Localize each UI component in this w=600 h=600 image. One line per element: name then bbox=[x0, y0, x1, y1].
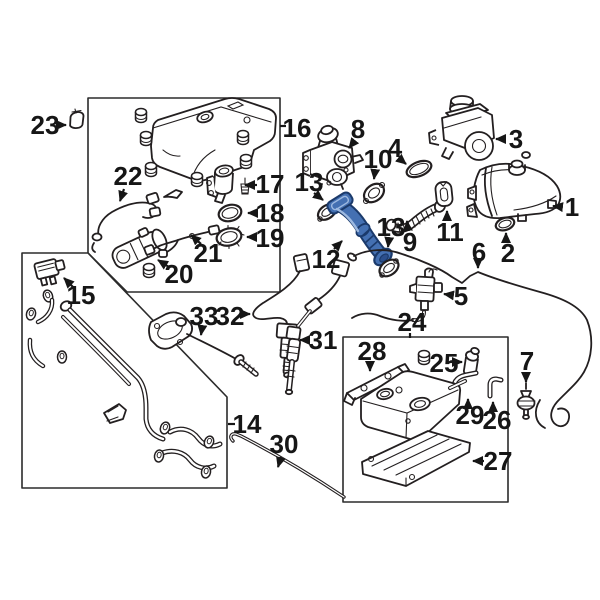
part-18-seal-ring bbox=[217, 203, 243, 223]
callout-1: 1 bbox=[552, 192, 579, 222]
callout-15: 15 bbox=[63, 277, 95, 310]
callout-12-label: 12 bbox=[312, 244, 341, 274]
callout-29: 29 bbox=[456, 398, 485, 430]
callout-2-label: 2 bbox=[501, 238, 515, 268]
callout-11: 11 bbox=[436, 210, 464, 247]
callout-6-label: 6 bbox=[472, 237, 486, 267]
callout-32: 32 bbox=[216, 301, 251, 331]
callout-16-label: 16 bbox=[283, 113, 312, 143]
part-8-egr-valve bbox=[302, 124, 364, 191]
callout-19: 19 bbox=[246, 223, 285, 253]
callout-5: 5 bbox=[443, 281, 468, 311]
callout-3-label: 3 bbox=[509, 124, 523, 154]
callout-23: 23 bbox=[31, 110, 67, 140]
part-6-vacuum-hoses bbox=[347, 249, 593, 429]
callout-31-label: 31 bbox=[309, 325, 338, 355]
part-31-egt-sensor bbox=[284, 258, 350, 396]
part-7-check-valve bbox=[516, 382, 536, 420]
part-13-gasket-lower bbox=[378, 258, 400, 278]
part-10-gasket bbox=[362, 181, 386, 205]
part-4-seal bbox=[405, 159, 433, 179]
callout-7-label: 7 bbox=[520, 346, 534, 376]
callout-13b-label: 13 bbox=[377, 212, 406, 242]
part-5-solenoid-valve bbox=[409, 267, 443, 323]
callout-4: 4 bbox=[388, 133, 407, 165]
callout-13a: 13 bbox=[295, 167, 324, 201]
part-3-pump bbox=[428, 95, 495, 161]
callout-7: 7 bbox=[520, 346, 534, 383]
callout-16: 16 bbox=[280, 113, 311, 143]
part-9-hose bbox=[385, 199, 447, 233]
callout-24-label: 24 bbox=[398, 307, 427, 337]
callout-8-label: 8 bbox=[351, 114, 365, 144]
callout-8: 8 bbox=[348, 114, 365, 149]
part-19-cap bbox=[213, 224, 245, 250]
callout-28-label: 28 bbox=[358, 336, 387, 366]
callout-12: 12 bbox=[312, 240, 343, 274]
callout-9: 9 bbox=[403, 220, 417, 257]
callout-25: 25 bbox=[430, 348, 463, 378]
callout-14: 14 bbox=[228, 409, 262, 439]
callout-14-label: 14 bbox=[233, 409, 262, 439]
callout-31: 31 bbox=[299, 325, 338, 355]
callout-13a-label: 13 bbox=[295, 167, 324, 197]
callout-18-label: 18 bbox=[256, 198, 285, 228]
part-14-pipes bbox=[24, 288, 223, 480]
callout-21: 21 bbox=[190, 234, 222, 268]
callout-25-label: 25 bbox=[430, 348, 459, 378]
callout-9-label: 9 bbox=[403, 227, 417, 257]
part-22-harness bbox=[91, 191, 162, 253]
callout-33-label: 33 bbox=[190, 301, 219, 331]
callout-22: 22 bbox=[114, 161, 143, 202]
callout-17: 17 bbox=[244, 169, 285, 199]
part-17-pump bbox=[206, 164, 234, 204]
part-30-rod bbox=[229, 432, 346, 499]
callout-26: 26 bbox=[483, 401, 512, 435]
callout-20-label: 20 bbox=[165, 259, 194, 289]
callout-28: 28 bbox=[358, 336, 387, 372]
callout-30-label: 30 bbox=[270, 429, 299, 459]
callout-32-label: 32 bbox=[216, 301, 245, 331]
callout-3: 3 bbox=[495, 124, 523, 154]
callout-22-label: 22 bbox=[114, 161, 143, 191]
part-33-sensor-shield bbox=[148, 311, 259, 377]
callout-29-label: 29 bbox=[456, 400, 485, 430]
callout-1-label: 1 bbox=[565, 192, 579, 222]
callout-13b: 13 bbox=[377, 212, 406, 248]
part-1-egr-cooler bbox=[466, 151, 562, 222]
callout-11-label: 11 bbox=[436, 217, 464, 247]
callout-20: 20 bbox=[157, 259, 194, 289]
part-21-harness bbox=[143, 224, 221, 258]
part-15-sensor bbox=[33, 258, 66, 287]
part-24-grommet bbox=[417, 349, 431, 366]
part-24-tank bbox=[360, 370, 467, 441]
callout-24: 24 bbox=[398, 307, 427, 338]
callout-2: 2 bbox=[501, 232, 515, 268]
callout-6: 6 bbox=[472, 237, 486, 269]
callout-10: 10 bbox=[364, 144, 392, 180]
callout-26-label: 26 bbox=[483, 405, 512, 435]
part-26-elbow bbox=[487, 376, 504, 399]
callout-19-label: 19 bbox=[256, 223, 285, 253]
callout-5-label: 5 bbox=[454, 281, 468, 311]
part-27-skid-plate bbox=[361, 430, 471, 487]
callout-30: 30 bbox=[270, 429, 299, 468]
callout-27: 27 bbox=[472, 446, 513, 476]
part-25-valve bbox=[462, 346, 480, 377]
callout-17-label: 17 bbox=[256, 169, 285, 199]
callout-27-label: 27 bbox=[484, 446, 513, 476]
part-2-oring bbox=[494, 216, 516, 232]
callout-18: 18 bbox=[247, 198, 285, 228]
part-23-cap bbox=[69, 108, 85, 129]
part-11-gasket bbox=[434, 181, 454, 207]
callout-33: 33 bbox=[190, 301, 219, 336]
callout-23-label: 23 bbox=[31, 110, 60, 140]
